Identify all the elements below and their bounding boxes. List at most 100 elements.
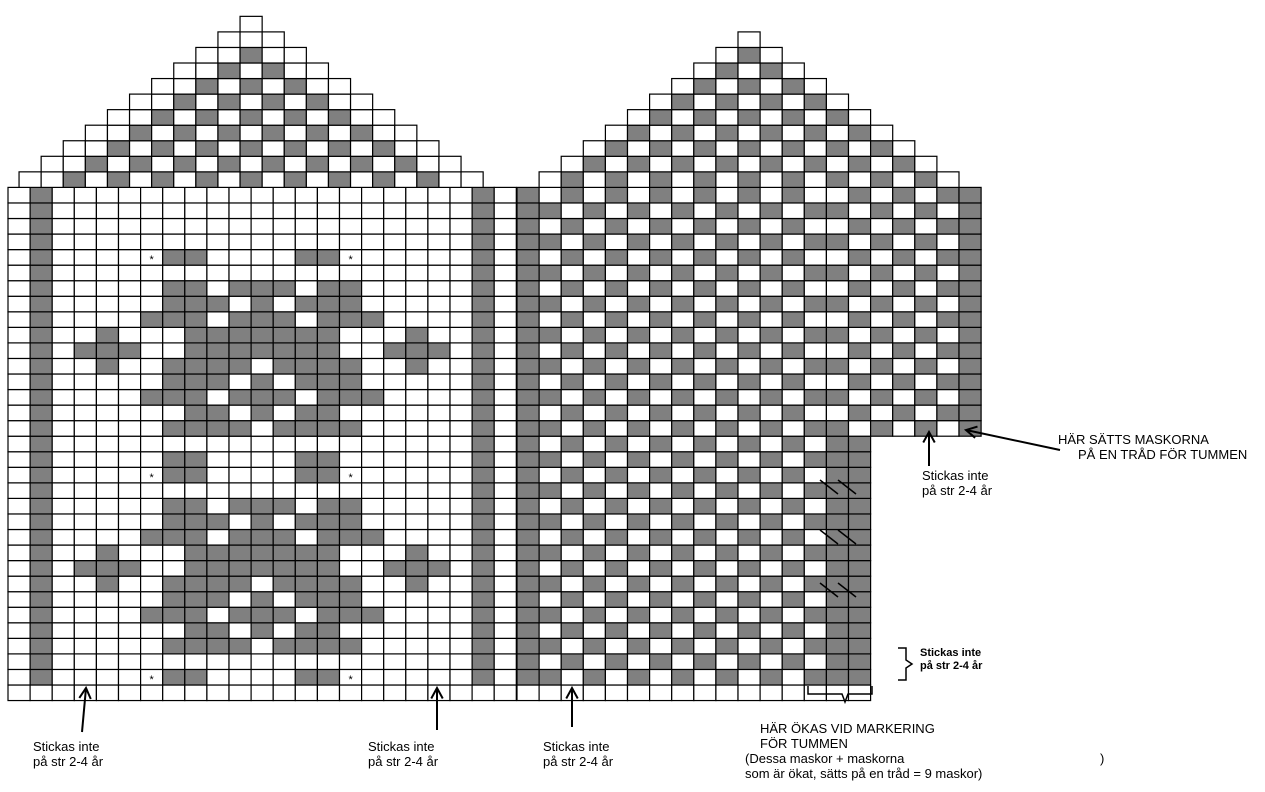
mitten-a-top-stitch xyxy=(261,171,285,189)
mitten-b-top-stitch xyxy=(759,46,783,64)
mitten-b-top-stitch xyxy=(737,31,761,49)
mitten-a-top-stitch xyxy=(151,124,175,142)
mitten-b-stitch xyxy=(803,420,827,437)
mitten-b-stitch xyxy=(604,591,629,608)
mitten-b-stitch xyxy=(759,217,783,235)
mitten-a-stitch xyxy=(338,342,363,360)
mitten-a-stitch xyxy=(29,233,53,251)
mitten-b-stitch xyxy=(847,342,872,360)
mitten-b-stitch xyxy=(516,186,540,204)
mitten-b-stitch xyxy=(803,295,827,313)
mitten-a-top-stitch xyxy=(151,77,175,95)
mitten-b-stitch xyxy=(516,451,540,468)
mitten-b-stitch xyxy=(648,482,673,500)
mitten-a-top-stitch xyxy=(173,77,197,95)
mitten-b-stitch xyxy=(582,295,606,313)
mitten-b-stitch xyxy=(892,420,916,437)
mitten-a-stitch xyxy=(95,544,120,562)
mitten-b-stitch xyxy=(516,559,540,577)
mitten-a-stitch xyxy=(294,342,318,360)
mitten-a-stitch xyxy=(206,202,230,220)
mitten-a-stitch xyxy=(383,637,407,655)
mitten-a-stitch xyxy=(405,684,429,702)
mitten-a-stitch xyxy=(228,606,252,624)
mitten-a-stitch xyxy=(7,637,31,655)
mitten-b-top-stitch xyxy=(648,155,673,173)
mitten-b-top-stitch xyxy=(648,93,673,111)
mitten-a-top-stitch xyxy=(261,109,285,126)
mitten-a-stitch xyxy=(73,217,98,235)
mitten-b-stitch xyxy=(626,388,651,406)
mitten-a-stitch xyxy=(361,280,385,297)
mitten-a-top-stitch xyxy=(283,93,307,111)
mitten-b-stitch xyxy=(737,466,761,484)
mitten-a-stitch xyxy=(493,264,517,282)
mitten-a-stitch xyxy=(184,559,208,577)
mitten-a-stitch xyxy=(95,559,120,577)
mitten-b-stitch xyxy=(958,249,982,266)
mitten-a-stitch xyxy=(73,202,98,220)
mitten-a-stitch xyxy=(73,280,98,297)
mitten-b-stitch xyxy=(892,295,916,313)
mitten-b-top-stitch xyxy=(737,62,761,80)
mitten-a-stitch xyxy=(162,591,186,608)
mitten-b-stitch xyxy=(516,591,540,608)
mitten-a-stitch xyxy=(73,559,98,577)
mitten-a-stitch xyxy=(316,575,341,593)
mitten-b-stitch xyxy=(648,637,673,655)
mitten-a-stitch xyxy=(361,264,385,282)
mitten-b-stitch xyxy=(825,217,850,235)
mitten-a-stitch xyxy=(250,544,274,562)
mitten-a-stitch xyxy=(338,280,363,297)
mitten-b-top-stitch xyxy=(759,109,783,126)
mitten-b-stitch xyxy=(693,528,717,546)
mitten-b-stitch xyxy=(582,637,606,655)
mitten-a-top-stitch xyxy=(217,62,241,80)
mitten-a-stitch xyxy=(7,295,31,313)
mitten-a-stitch xyxy=(51,186,75,204)
mitten-b-stitch xyxy=(560,575,584,593)
mitten-b-stitch xyxy=(781,357,805,375)
mitten-b-stitch xyxy=(759,373,783,391)
mitten-a-stitch xyxy=(361,311,385,328)
mitten-a-stitch xyxy=(272,606,296,624)
arrow-bottom-right-head xyxy=(565,685,579,700)
mitten-a-stitch xyxy=(272,497,296,515)
mitten-b-top-stitch xyxy=(737,46,761,64)
mitten-b-stitch xyxy=(582,513,606,531)
mitten-a-top-stitch xyxy=(460,171,484,189)
mitten-a-stitch xyxy=(361,513,385,531)
mitten-a-stitch xyxy=(493,217,517,235)
mitten-a-stitch xyxy=(73,435,98,453)
mitten-b-stitch xyxy=(560,217,584,235)
mitten-a-stitch xyxy=(338,684,363,702)
mitten-a-stitch xyxy=(95,326,120,344)
mitten-a-stitch xyxy=(294,684,318,702)
mitten-a-stitch xyxy=(51,513,75,531)
mitten-a-stitch xyxy=(29,668,53,686)
mitten-b-stitch xyxy=(847,559,872,577)
mitten-a-top-stitch xyxy=(261,155,285,173)
mitten-b-stitch xyxy=(604,420,629,437)
mitten-a-stitch xyxy=(250,684,274,702)
mitten-b-stitch xyxy=(648,497,673,515)
mitten-b-stitch xyxy=(869,233,894,251)
mitten-a-stitch xyxy=(316,217,341,235)
mitten-b-stitch xyxy=(781,295,805,313)
mitten-a-stitch xyxy=(272,202,296,220)
mitten-b-stitch xyxy=(671,637,695,655)
mitten-a-top-stitch xyxy=(106,140,131,157)
mitten-a-top-stitch xyxy=(261,62,285,80)
mitten-b-stitch xyxy=(516,280,540,297)
mitten-a-stitch xyxy=(449,404,473,422)
mitten-a-stitch xyxy=(272,186,296,204)
mitten-a-stitch xyxy=(29,342,53,360)
mitten-b-stitch xyxy=(516,513,540,531)
mitten-a-stitch xyxy=(449,497,473,515)
mitten-a-stitch xyxy=(206,559,230,577)
mitten-a-stitch xyxy=(294,217,318,235)
mitten-b-stitch xyxy=(958,357,982,375)
mitten-a-stitch xyxy=(7,544,31,562)
mitten-b-stitch xyxy=(560,513,584,531)
mitten-a-stitch xyxy=(7,435,31,453)
